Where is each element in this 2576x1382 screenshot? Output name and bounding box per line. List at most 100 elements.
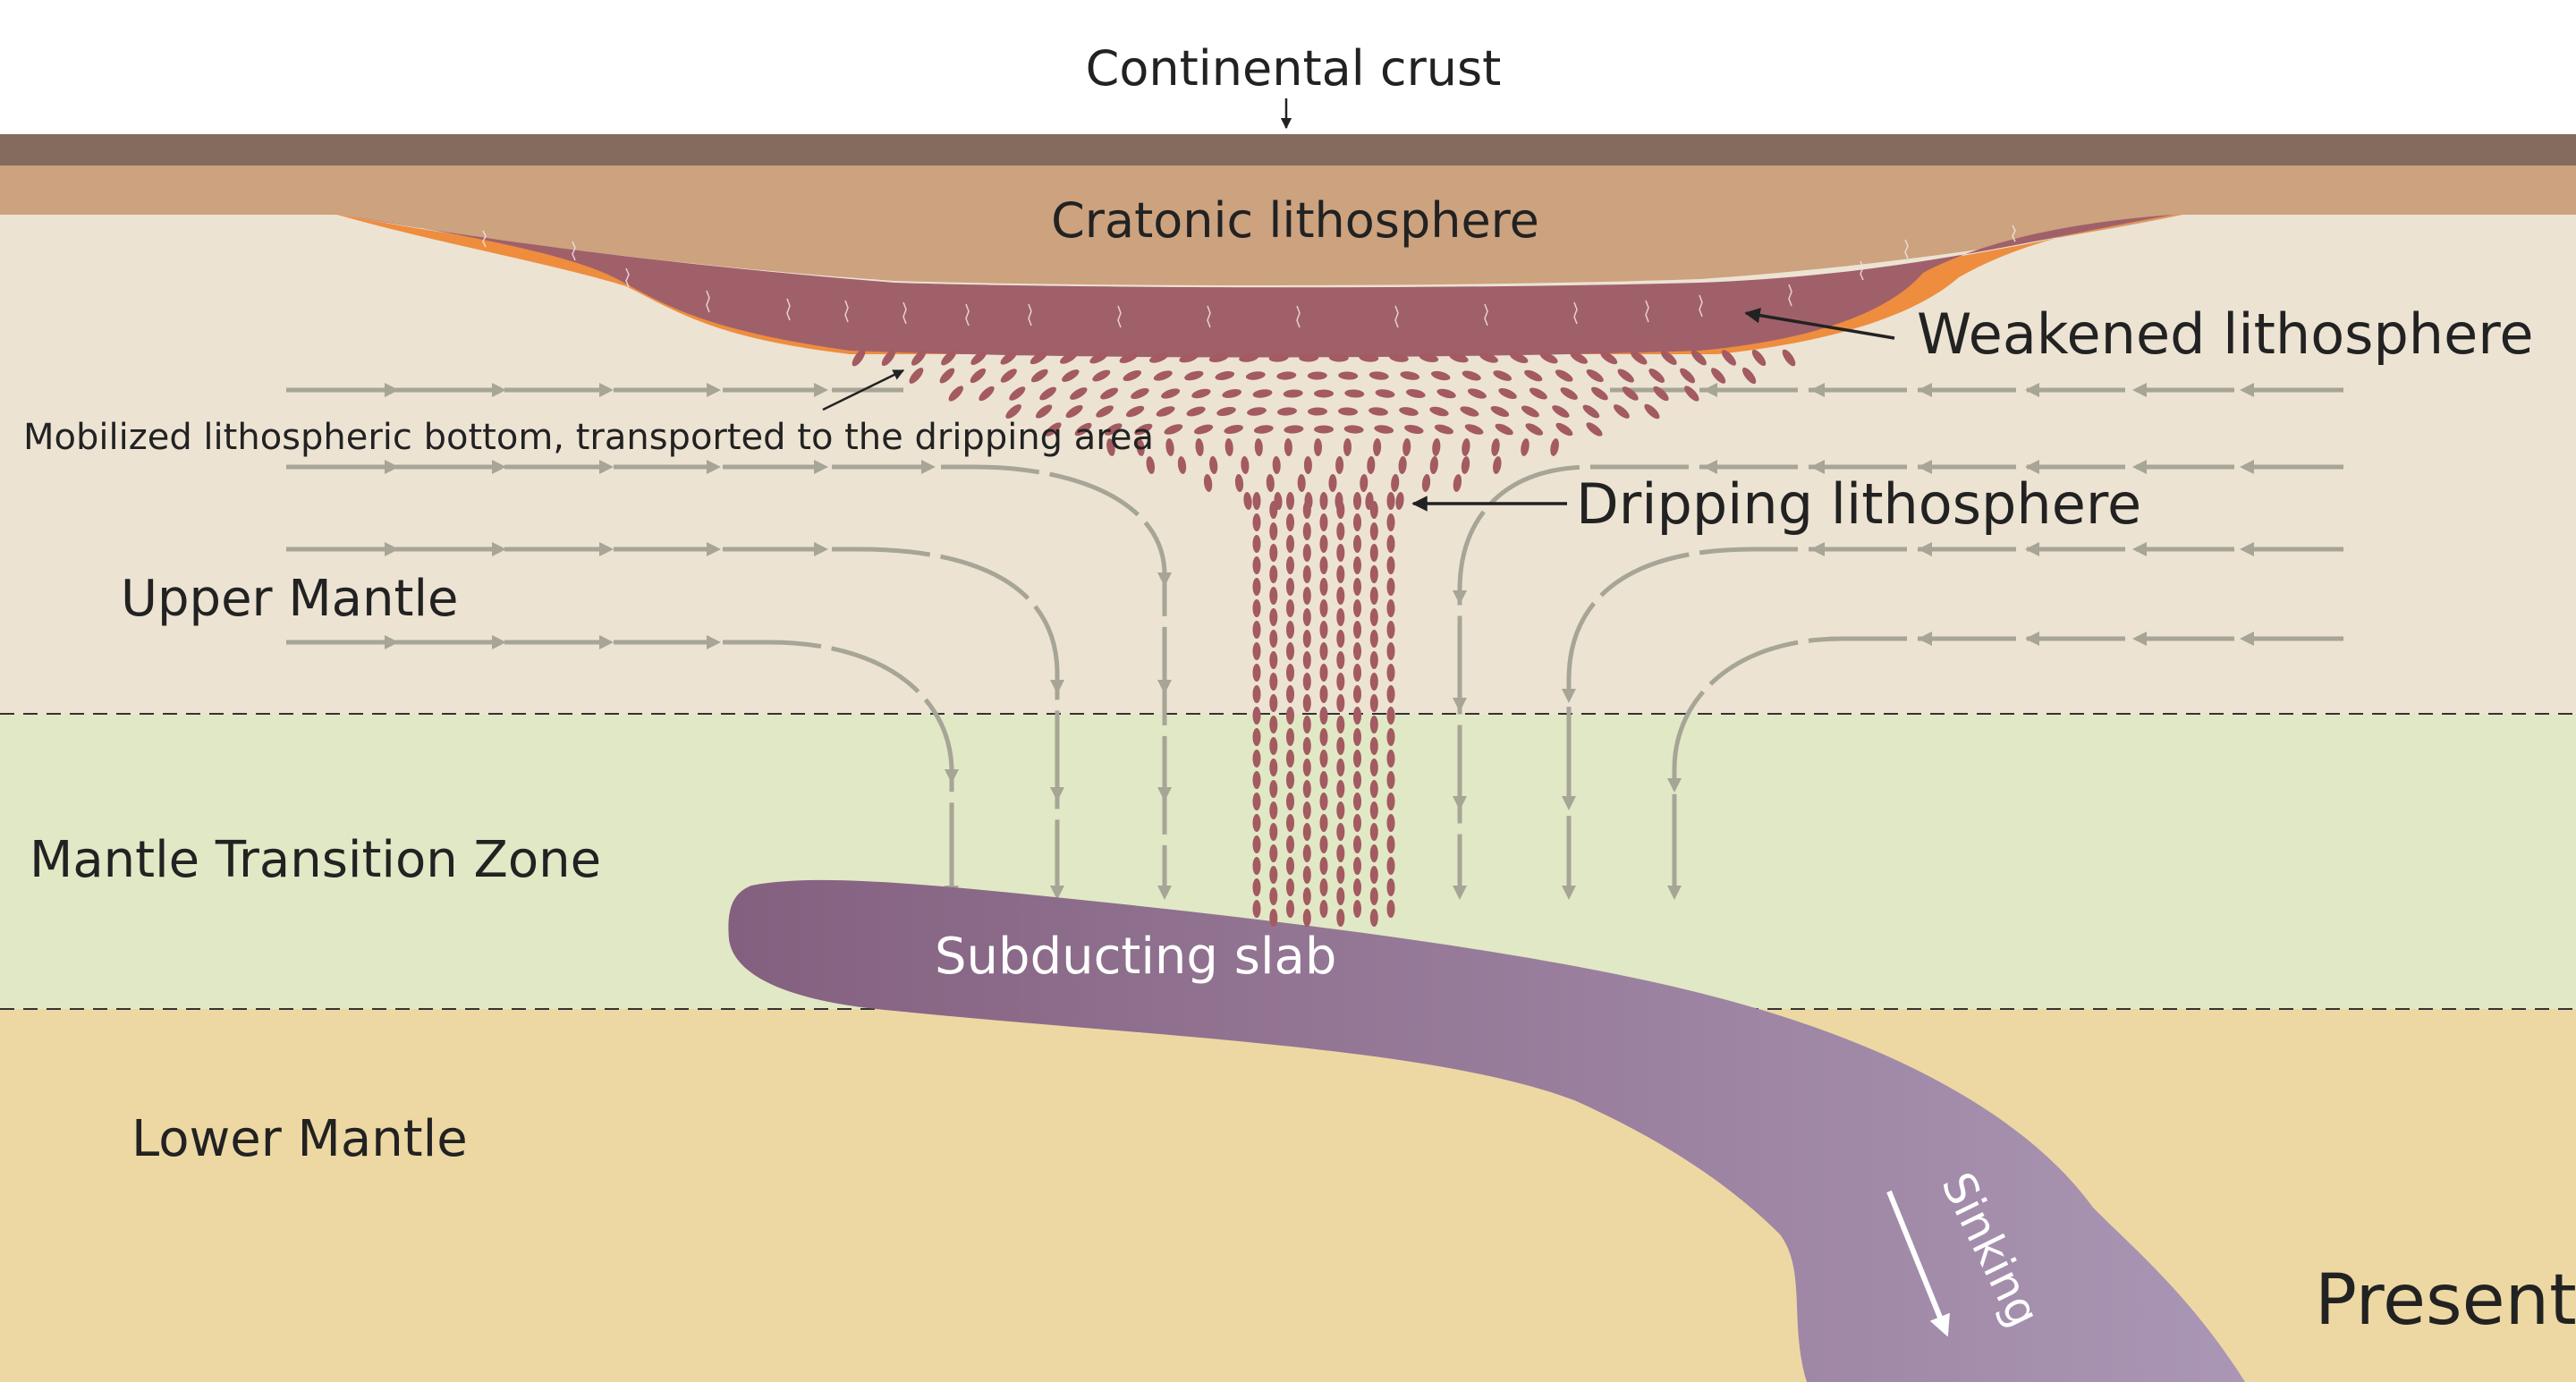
- drip-blob: [1429, 406, 1449, 417]
- drip-blob: [881, 349, 896, 367]
- drip-blob: [1344, 389, 1365, 398]
- drip-blob: [1286, 814, 1294, 832]
- drip-blob: [1319, 878, 1328, 896]
- drip-blob: [1286, 750, 1294, 767]
- drip-blob: [1286, 621, 1294, 639]
- drip-blob: [1386, 599, 1395, 617]
- flow-row-right-3: [1566, 547, 2343, 894]
- subducting-slab-label: Subducting slab: [935, 928, 1336, 986]
- drip-blob: [1164, 424, 1183, 435]
- drip-blob: [1741, 367, 1757, 385]
- drip-blob: [1319, 621, 1328, 639]
- drip-blob: [1272, 456, 1281, 474]
- flow-row-right-4: [1672, 636, 2343, 894]
- drip-blob: [941, 350, 957, 366]
- drip-blob: [1319, 771, 1328, 789]
- drip-blob: [1449, 352, 1469, 363]
- drip-blob: [1648, 369, 1665, 383]
- drip-blob: [1194, 424, 1214, 435]
- drip-blob: [970, 351, 987, 365]
- drip-blob: [1191, 388, 1211, 399]
- drip-blob: [1269, 844, 1278, 862]
- drip-blob: [1402, 438, 1411, 456]
- drip-blob: [1286, 599, 1294, 617]
- drip-blob: [1524, 369, 1543, 382]
- drip-blob: [1302, 522, 1311, 540]
- drip-blob: [1613, 404, 1630, 419]
- drip-blob: [1319, 857, 1328, 875]
- drip-blob: [1386, 771, 1395, 789]
- drip-blob: [1184, 370, 1204, 381]
- drip-blob: [1353, 878, 1361, 896]
- drip-blob: [1369, 887, 1378, 905]
- drip-blob: [1353, 835, 1361, 853]
- drip-blob: [1336, 866, 1345, 884]
- drip-blob: [1386, 578, 1395, 596]
- drip-blob: [1360, 474, 1368, 492]
- drip-blob: [1521, 405, 1539, 418]
- time-stage-label: Present: [2315, 1260, 2576, 1341]
- drip-blob: [1096, 405, 1114, 418]
- drip-blob: [948, 386, 964, 402]
- drip-blob: [1302, 630, 1311, 648]
- drip-blob: [1319, 492, 1328, 510]
- drip-blob: [1252, 835, 1261, 853]
- dripping-lithosphere-label: Dripping lithosphere: [1576, 471, 2141, 537]
- drip-blob: [1092, 369, 1111, 382]
- drip-blob: [1386, 513, 1395, 531]
- drip-blob: [1550, 438, 1559, 456]
- drip-blob: [1336, 887, 1345, 905]
- drip-blob: [1552, 405, 1570, 418]
- drip-blob: [1386, 642, 1395, 660]
- drip-blob: [1308, 407, 1327, 416]
- drip-blob: [1179, 352, 1199, 363]
- drip-blob: [1146, 456, 1156, 474]
- drip-blob: [1252, 599, 1261, 617]
- drip-blob: [1252, 621, 1261, 639]
- drip-blob: [1286, 556, 1294, 574]
- drip-blob: [1252, 793, 1261, 810]
- drip-blob: [1302, 823, 1311, 841]
- drip-blob: [1074, 422, 1092, 437]
- drip-blob: [1582, 404, 1600, 419]
- drip-blob: [1252, 771, 1261, 789]
- drip-blob: [1060, 352, 1078, 364]
- drip-blob: [1353, 685, 1361, 703]
- drip-blob: [1286, 578, 1294, 596]
- drip-blob: [1430, 370, 1451, 381]
- drip-blob: [1509, 352, 1529, 363]
- drip-blob: [1436, 388, 1456, 399]
- drip-blob: [1136, 438, 1145, 456]
- drip-blob: [1336, 501, 1345, 519]
- drip-blob: [1284, 438, 1292, 456]
- drip-blob: [1177, 456, 1187, 474]
- drip-blob: [1269, 565, 1278, 583]
- weakened-lithosphere: [340, 215, 2174, 358]
- drip-blob: [1269, 887, 1278, 905]
- cratonic-lithosphere-label: Cratonic lithosphere: [1051, 192, 1539, 249]
- drip-blob: [1369, 544, 1378, 562]
- drip-blob: [1336, 608, 1345, 626]
- drip-blob: [1369, 737, 1378, 755]
- drip-blob: [1302, 544, 1311, 562]
- drip-blob: [1252, 513, 1261, 531]
- drip-blob: [1467, 388, 1487, 399]
- drip-blob: [1252, 900, 1261, 918]
- flow-row-left-3: [286, 547, 1060, 894]
- drip-blob: [1252, 664, 1261, 682]
- drip-blob: [1277, 407, 1297, 416]
- drip-blob: [1782, 349, 1796, 367]
- drip-blob: [1751, 349, 1767, 367]
- drip-blob: [1286, 857, 1294, 875]
- drip-blob: [1680, 368, 1696, 384]
- drip-blob: [1353, 578, 1361, 596]
- drip-blob: [1336, 780, 1345, 798]
- drip-blob: [1479, 352, 1498, 363]
- drip-blob: [1336, 544, 1345, 562]
- drip-blob: [1100, 387, 1119, 400]
- drip-blob: [1328, 353, 1349, 362]
- drip-blob: [1353, 513, 1361, 531]
- weakened-lithosphere-label: Weakened lithosphere: [1917, 301, 2534, 367]
- drip-blob: [1367, 456, 1376, 474]
- drip-blob: [1555, 422, 1573, 437]
